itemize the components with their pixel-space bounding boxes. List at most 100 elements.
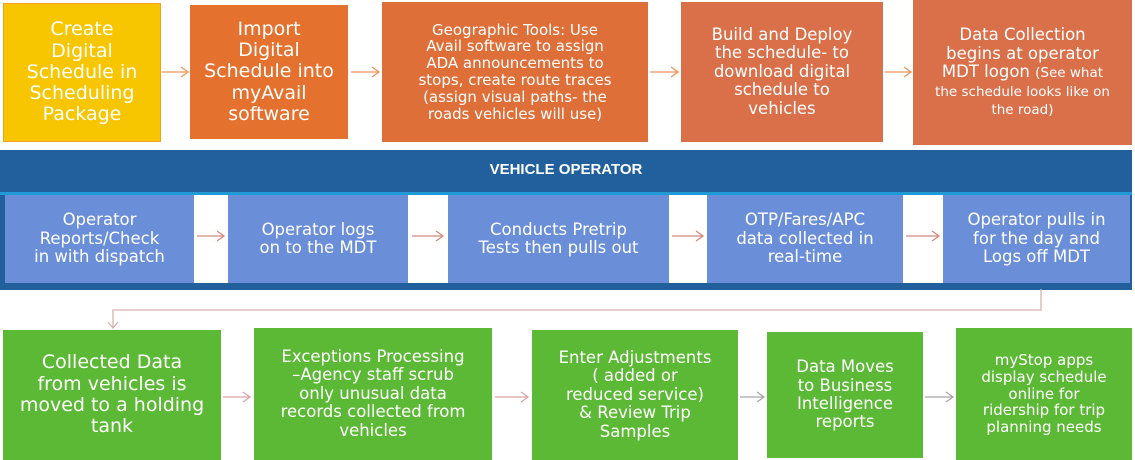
step-create-digital-schedule: Create Digital Schedule in Scheduling Pa… <box>3 3 161 142</box>
note-line: the road) <box>991 102 1054 119</box>
step-text: Operator pulls in for the day and Logs o… <box>967 211 1105 266</box>
step-text: Operator logs on to the MDT <box>259 220 377 258</box>
arrow-right-icon <box>223 391 252 403</box>
line: Import <box>237 17 301 40</box>
operator-step-logs-on: Operator logs on to the MDT <box>228 195 408 283</box>
arrow-right-icon <box>412 230 445 242</box>
step-build-and-deploy: Build and Deploy the schedule- to downlo… <box>681 2 883 142</box>
arrow-right-icon <box>650 66 680 78</box>
line: MDT logon <box>941 62 1030 82</box>
line: myAvail <box>231 81 307 104</box>
line: Exceptions Processing <box>281 346 465 366</box>
line: display schedule <box>981 367 1107 386</box>
line: Operator <box>62 210 137 230</box>
arrow-right-icon <box>740 391 766 403</box>
step-geographic-tools: Geographic Tools: Use Avail software to … <box>382 2 648 142</box>
arrow-right-icon <box>672 230 705 242</box>
line: records collected from <box>280 402 466 422</box>
gap <box>903 195 943 283</box>
line: moved to a holding <box>19 394 205 416</box>
line: only unusual data <box>299 383 447 403</box>
line: Samples <box>599 421 671 441</box>
line: –Agency staff scrub <box>292 365 454 385</box>
elbow-connector-arrow-icon <box>107 289 1042 330</box>
operator-step-check-in: Operator Reports/Check in with dispatch <box>5 195 194 283</box>
line: to Business <box>797 375 893 395</box>
arrow-right-icon <box>351 66 381 78</box>
step-text: myStop apps display schedule online for … <box>981 352 1106 436</box>
operator-step-pretrip: Conducts Pretrip Tests then pulls out <box>448 195 669 283</box>
line: Intelligence <box>796 394 893 413</box>
line: Operator pulls in <box>967 210 1106 230</box>
line: Logs off MDT <box>982 247 1091 267</box>
line: Create <box>50 18 114 41</box>
step-exceptions-processing: Exceptions Processing –Agency staff scru… <box>254 328 492 460</box>
step-text: Import Digital Schedule into myAvail sof… <box>204 17 334 125</box>
step-import-digital-schedule: Import Digital Schedule into myAvail sof… <box>190 5 348 139</box>
operator-step-pulls-in: Operator pulls in for the day and Logs o… <box>943 195 1130 283</box>
step-text: Build and Deploy the schedule- to downlo… <box>711 24 853 118</box>
line: in with dispatch <box>34 247 165 267</box>
band-title: VEHICLE OPERATOR <box>489 161 643 178</box>
line: vehicles <box>748 98 816 118</box>
arrow-right-icon <box>906 230 941 242</box>
step-text: Data Moves to Business Intelligence repo… <box>796 357 894 432</box>
line: Scheduling <box>29 82 135 105</box>
line: OTP/Fares/APC <box>744 210 866 230</box>
line: the schedule- to <box>714 43 849 63</box>
gap <box>669 195 707 283</box>
line: vehicles <box>339 420 407 440</box>
line: for the day and <box>973 228 1100 248</box>
line: myStop apps <box>994 351 1094 369</box>
line: tank <box>90 415 134 438</box>
line: roads vehicles will use) <box>427 104 603 123</box>
line: software <box>228 102 310 125</box>
line: (assign visual paths- the <box>423 87 607 106</box>
band-divider <box>0 192 1132 195</box>
line: Tests then pulls out <box>478 238 639 257</box>
line: Digital <box>51 39 113 62</box>
step-text: Exceptions Processing –Agency staff scru… <box>280 346 466 440</box>
arrow-right-icon <box>197 230 226 242</box>
line: ridership for trip <box>982 401 1106 420</box>
line: Data Moves <box>796 357 894 377</box>
operator-step-data-collected: OTP/Fares/APC data collected in real-tim… <box>707 195 903 283</box>
step-text: Geographic Tools: Use Avail software to … <box>418 20 611 123</box>
line: on to the MDT <box>259 238 377 257</box>
step-data-moves-to-bi: Data Moves to Business Intelligence repo… <box>767 332 923 458</box>
line: Digital <box>238 39 300 62</box>
line: Avail software to assign <box>426 37 604 56</box>
gap <box>408 195 448 283</box>
step-text: Operator Reports/Check in with dispatch <box>34 211 165 266</box>
line: Package <box>42 103 122 126</box>
note-line: the schedule looks like on <box>935 83 1110 100</box>
line: real-time <box>767 247 843 267</box>
line: Reports/Check <box>39 228 160 248</box>
line: Conducts Pretrip <box>490 219 627 239</box>
line: data collected in <box>736 228 874 248</box>
step-text: Create Digital Schedule in Scheduling Pa… <box>27 19 138 125</box>
step-text: Data Collection begins at operator MDT l… <box>935 26 1110 118</box>
step-data-collection-begins: Data Collection begins at operator MDT l… <box>913 0 1132 145</box>
line: from vehicles is <box>37 372 187 395</box>
line: reports <box>815 412 875 432</box>
step-mystop-apps: myStop apps display schedule online for … <box>956 328 1132 460</box>
line: Enter Adjustments <box>558 347 712 367</box>
arrow-right-icon <box>162 66 190 78</box>
line: begins at operator <box>946 43 1099 63</box>
line: Data Collection <box>959 25 1086 45</box>
line: ( added or <box>592 366 678 386</box>
line: Collected Data <box>41 351 183 374</box>
line: schedule to <box>734 80 830 100</box>
line: ADA announcements to <box>426 54 604 73</box>
note: (See what <box>1035 65 1104 82</box>
step-collected-data: Collected Data from vehicles is moved to… <box>3 330 221 460</box>
line: Build and Deploy <box>711 24 853 44</box>
gap <box>194 195 228 283</box>
line: Schedule in <box>26 60 138 83</box>
line: planning needs <box>986 418 1102 437</box>
step-text: Enter Adjustments ( added or reduced ser… <box>558 347 712 441</box>
line: online for <box>1008 384 1080 403</box>
line: Geographic Tools: Use <box>432 20 598 39</box>
arrow-right-icon <box>925 391 955 403</box>
